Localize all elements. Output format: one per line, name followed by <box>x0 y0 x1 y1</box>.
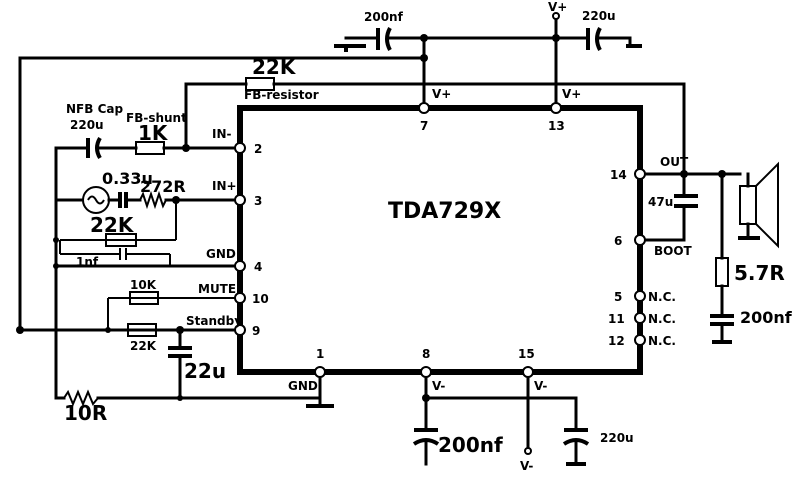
standby-res-label: 22K <box>130 339 157 353</box>
pin-6-label: BOOT <box>654 244 693 258</box>
pin-1-number: 1 <box>316 347 324 361</box>
pin-11-number: 11 <box>608 312 625 326</box>
pin-3-label: IN+ <box>212 179 237 193</box>
pin-2 <box>234 142 246 154</box>
input-cap-label: 0.33u <box>102 169 153 188</box>
pin-9-label: Standby <box>186 314 242 328</box>
pin-13 <box>550 102 562 114</box>
standby-cap-label: 22u <box>184 359 226 383</box>
bias-res-label: 22K <box>90 213 135 237</box>
pin-4 <box>234 260 246 272</box>
pin-1-label: GND <box>288 379 318 393</box>
mute-standby-network <box>18 291 242 400</box>
pin-4-number: 4 <box>254 260 262 274</box>
pin-5-label: N.C. <box>648 290 676 304</box>
pin-6 <box>634 234 646 246</box>
pin-15-label: V- <box>534 379 547 393</box>
fb-resistor-value: 22K <box>252 55 297 79</box>
pin-7 <box>418 102 430 114</box>
pin-9 <box>234 324 246 336</box>
vminus-cap-right-label: 220u <box>600 431 634 445</box>
pin-10 <box>234 292 246 304</box>
pin-12 <box>634 334 646 346</box>
pin-14-number: 14 <box>610 168 627 182</box>
pin-14 <box>634 168 646 180</box>
top-supply-rail <box>334 12 642 110</box>
fb-shunt-value: 1K <box>138 121 169 145</box>
nfb-cap-name: NFB Cap <box>66 102 123 116</box>
pin-1 <box>314 366 326 378</box>
pin-14-label: OUT <box>660 155 689 169</box>
pin-2-label: IN- <box>212 127 232 141</box>
pin-13-number: 13 <box>548 119 565 133</box>
pin-3 <box>234 194 246 206</box>
pin-10-number: 10 <box>252 292 269 306</box>
nfb-cap-value: 220u <box>70 118 104 132</box>
ground-network <box>54 370 334 408</box>
pin-3-number: 3 <box>254 194 262 208</box>
pin-8-number: 8 <box>422 347 430 361</box>
pin-11 <box>634 312 646 324</box>
pin-8 <box>420 366 432 378</box>
ground-res-label: 10R <box>64 401 107 425</box>
pin-15-number: 15 <box>518 347 535 361</box>
v-minus-network <box>412 370 590 466</box>
in-plus-network <box>53 186 242 269</box>
vminus-bottom-label: V- <box>520 459 533 473</box>
pin-7-label: V+ <box>432 87 451 101</box>
pin-9-number: 9 <box>252 324 260 338</box>
ic-body <box>237 105 643 375</box>
pin-13-label: V+ <box>562 87 581 101</box>
boot-cap-label: 47u <box>648 195 673 209</box>
fb-shunt-name: FB-shunt <box>126 111 187 125</box>
vminus-cap-left-label: 200nf <box>438 433 503 457</box>
chip-name: TDA729X <box>388 199 501 224</box>
pin-12-label: N.C. <box>648 334 676 348</box>
mute-res-label: 10K <box>130 278 157 292</box>
bias-cap-label: 1nf <box>76 255 99 269</box>
pin-7-number: 7 <box>420 119 428 133</box>
pin-6-number: 6 <box>614 234 622 248</box>
fb-resistor-name: FB-resistor <box>244 88 319 102</box>
pin-11-label: N.C. <box>648 312 676 326</box>
zobel-cap-label: 200nf <box>740 308 793 327</box>
pin-10-label: MUTE <box>198 282 236 296</box>
pin-5-number: 5 <box>614 290 622 304</box>
top-cap-right-label: 220u <box>582 9 616 23</box>
pin-15 <box>522 366 534 378</box>
input-res-label: 272R <box>140 177 186 196</box>
feedback-path <box>16 54 686 334</box>
in-minus-network <box>54 136 242 400</box>
pin-5 <box>634 290 646 302</box>
pin-12-number: 12 <box>608 334 625 348</box>
pin-2-number: 2 <box>254 142 262 156</box>
top-cap-label: 200nf <box>364 10 404 24</box>
zobel-res-label: 5.7R <box>734 261 785 285</box>
pin-4-label: GND <box>206 247 236 261</box>
top-vplus-label: V+ <box>548 0 567 14</box>
pin-8-label: V- <box>432 379 445 393</box>
output-network <box>638 161 779 344</box>
